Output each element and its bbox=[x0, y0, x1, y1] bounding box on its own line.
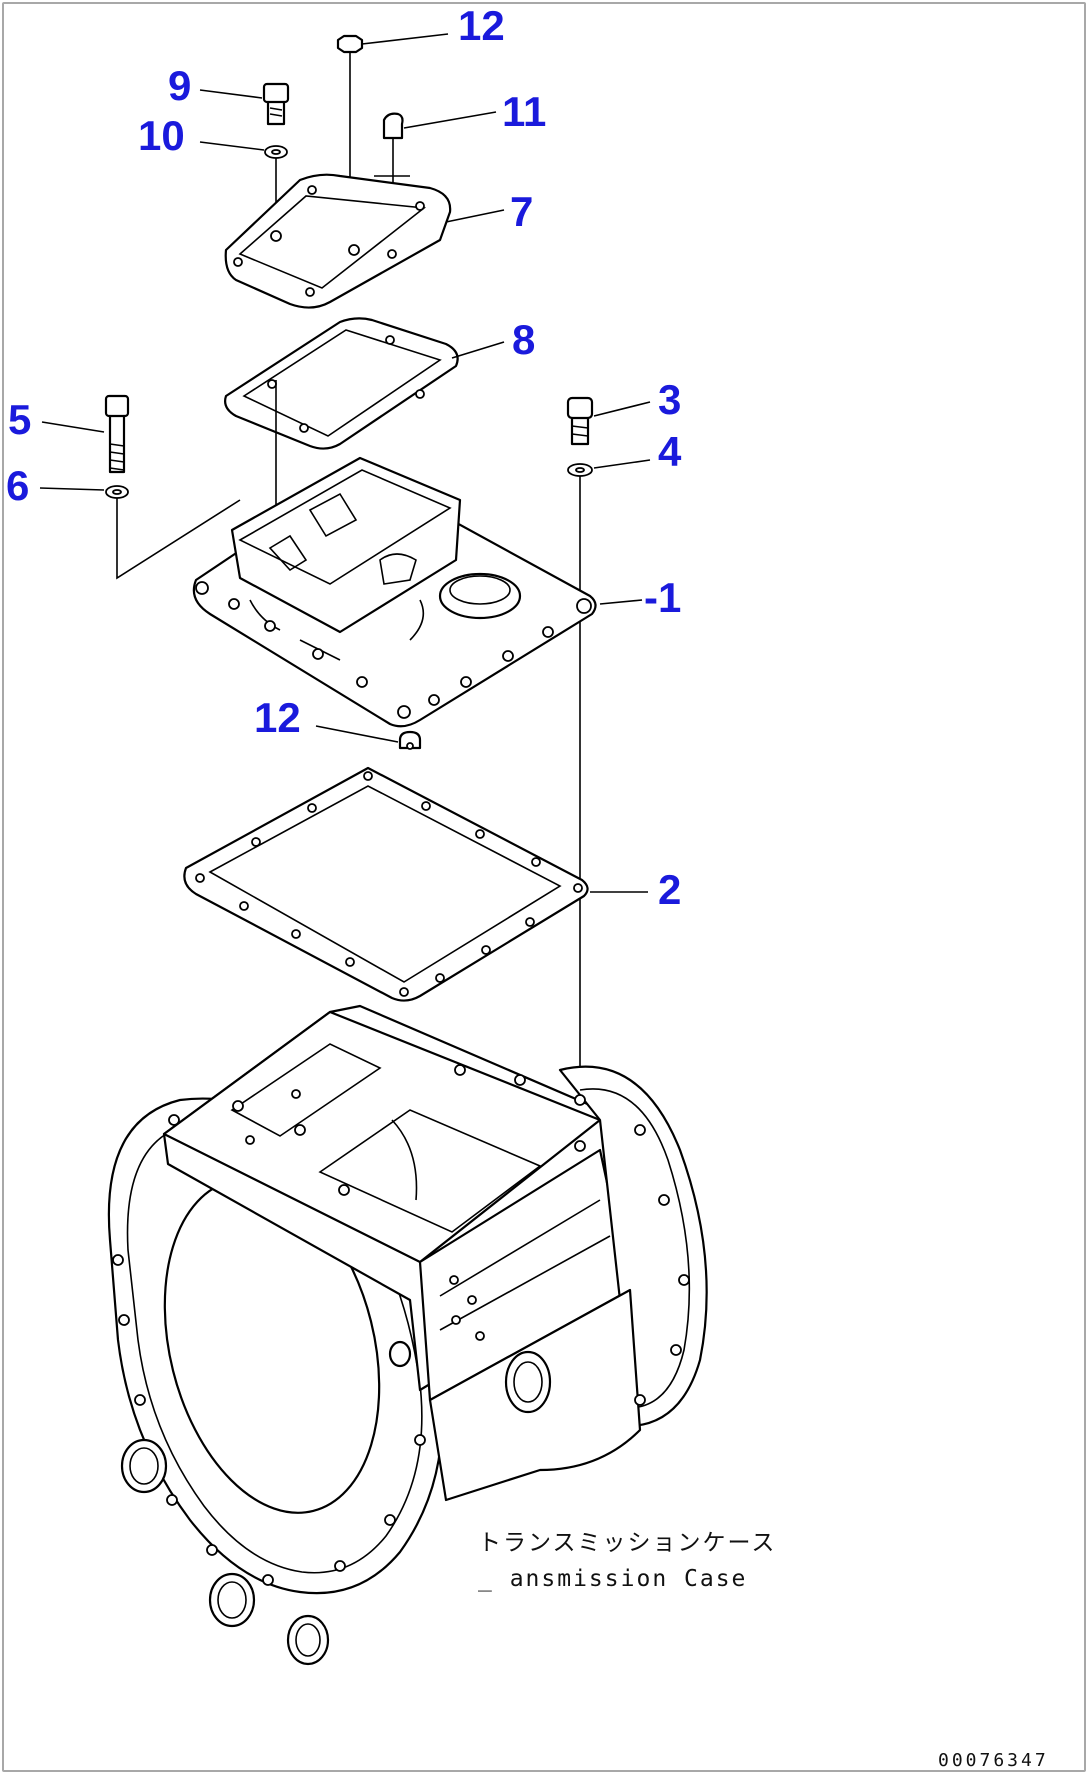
callout-12-lower: 12 bbox=[254, 694, 301, 741]
reference-number: 00076347 bbox=[938, 1750, 1049, 1771]
callout-1: -1 bbox=[644, 574, 681, 621]
transmission-case bbox=[107, 1004, 708, 1666]
part-3-bolt bbox=[566, 396, 651, 446]
callout-4: 4 bbox=[658, 428, 682, 475]
callout-9: 9 bbox=[168, 62, 191, 109]
part-6-washer bbox=[39, 485, 241, 580]
part-8-gasket bbox=[224, 317, 505, 520]
part-2-main-gasket bbox=[183, 766, 648, 1002]
caption-japanese: トランスミッションケース bbox=[478, 1530, 776, 1556]
callout-3: 3 bbox=[658, 376, 681, 423]
callout-12-top: 12 bbox=[458, 2, 505, 49]
part-11-breather bbox=[374, 111, 497, 208]
part-9-bolt bbox=[199, 82, 290, 126]
part-12-plug-lower bbox=[315, 725, 422, 750]
callout-6: 6 bbox=[6, 462, 29, 509]
callout-11: 11 bbox=[502, 88, 546, 135]
part-4-washer bbox=[567, 459, 651, 1150]
callout-10: 10 bbox=[138, 112, 185, 159]
part-1-upper-case bbox=[192, 456, 643, 728]
callout-5: 5 bbox=[8, 396, 31, 443]
callout-7: 7 bbox=[510, 188, 533, 235]
caption-english: _ ansmission Case bbox=[478, 1566, 747, 1592]
callout-8: 8 bbox=[512, 316, 535, 363]
part-7-cover-plate bbox=[224, 173, 505, 309]
callout-2: 2 bbox=[658, 866, 681, 913]
part-5-bolt bbox=[41, 394, 130, 474]
